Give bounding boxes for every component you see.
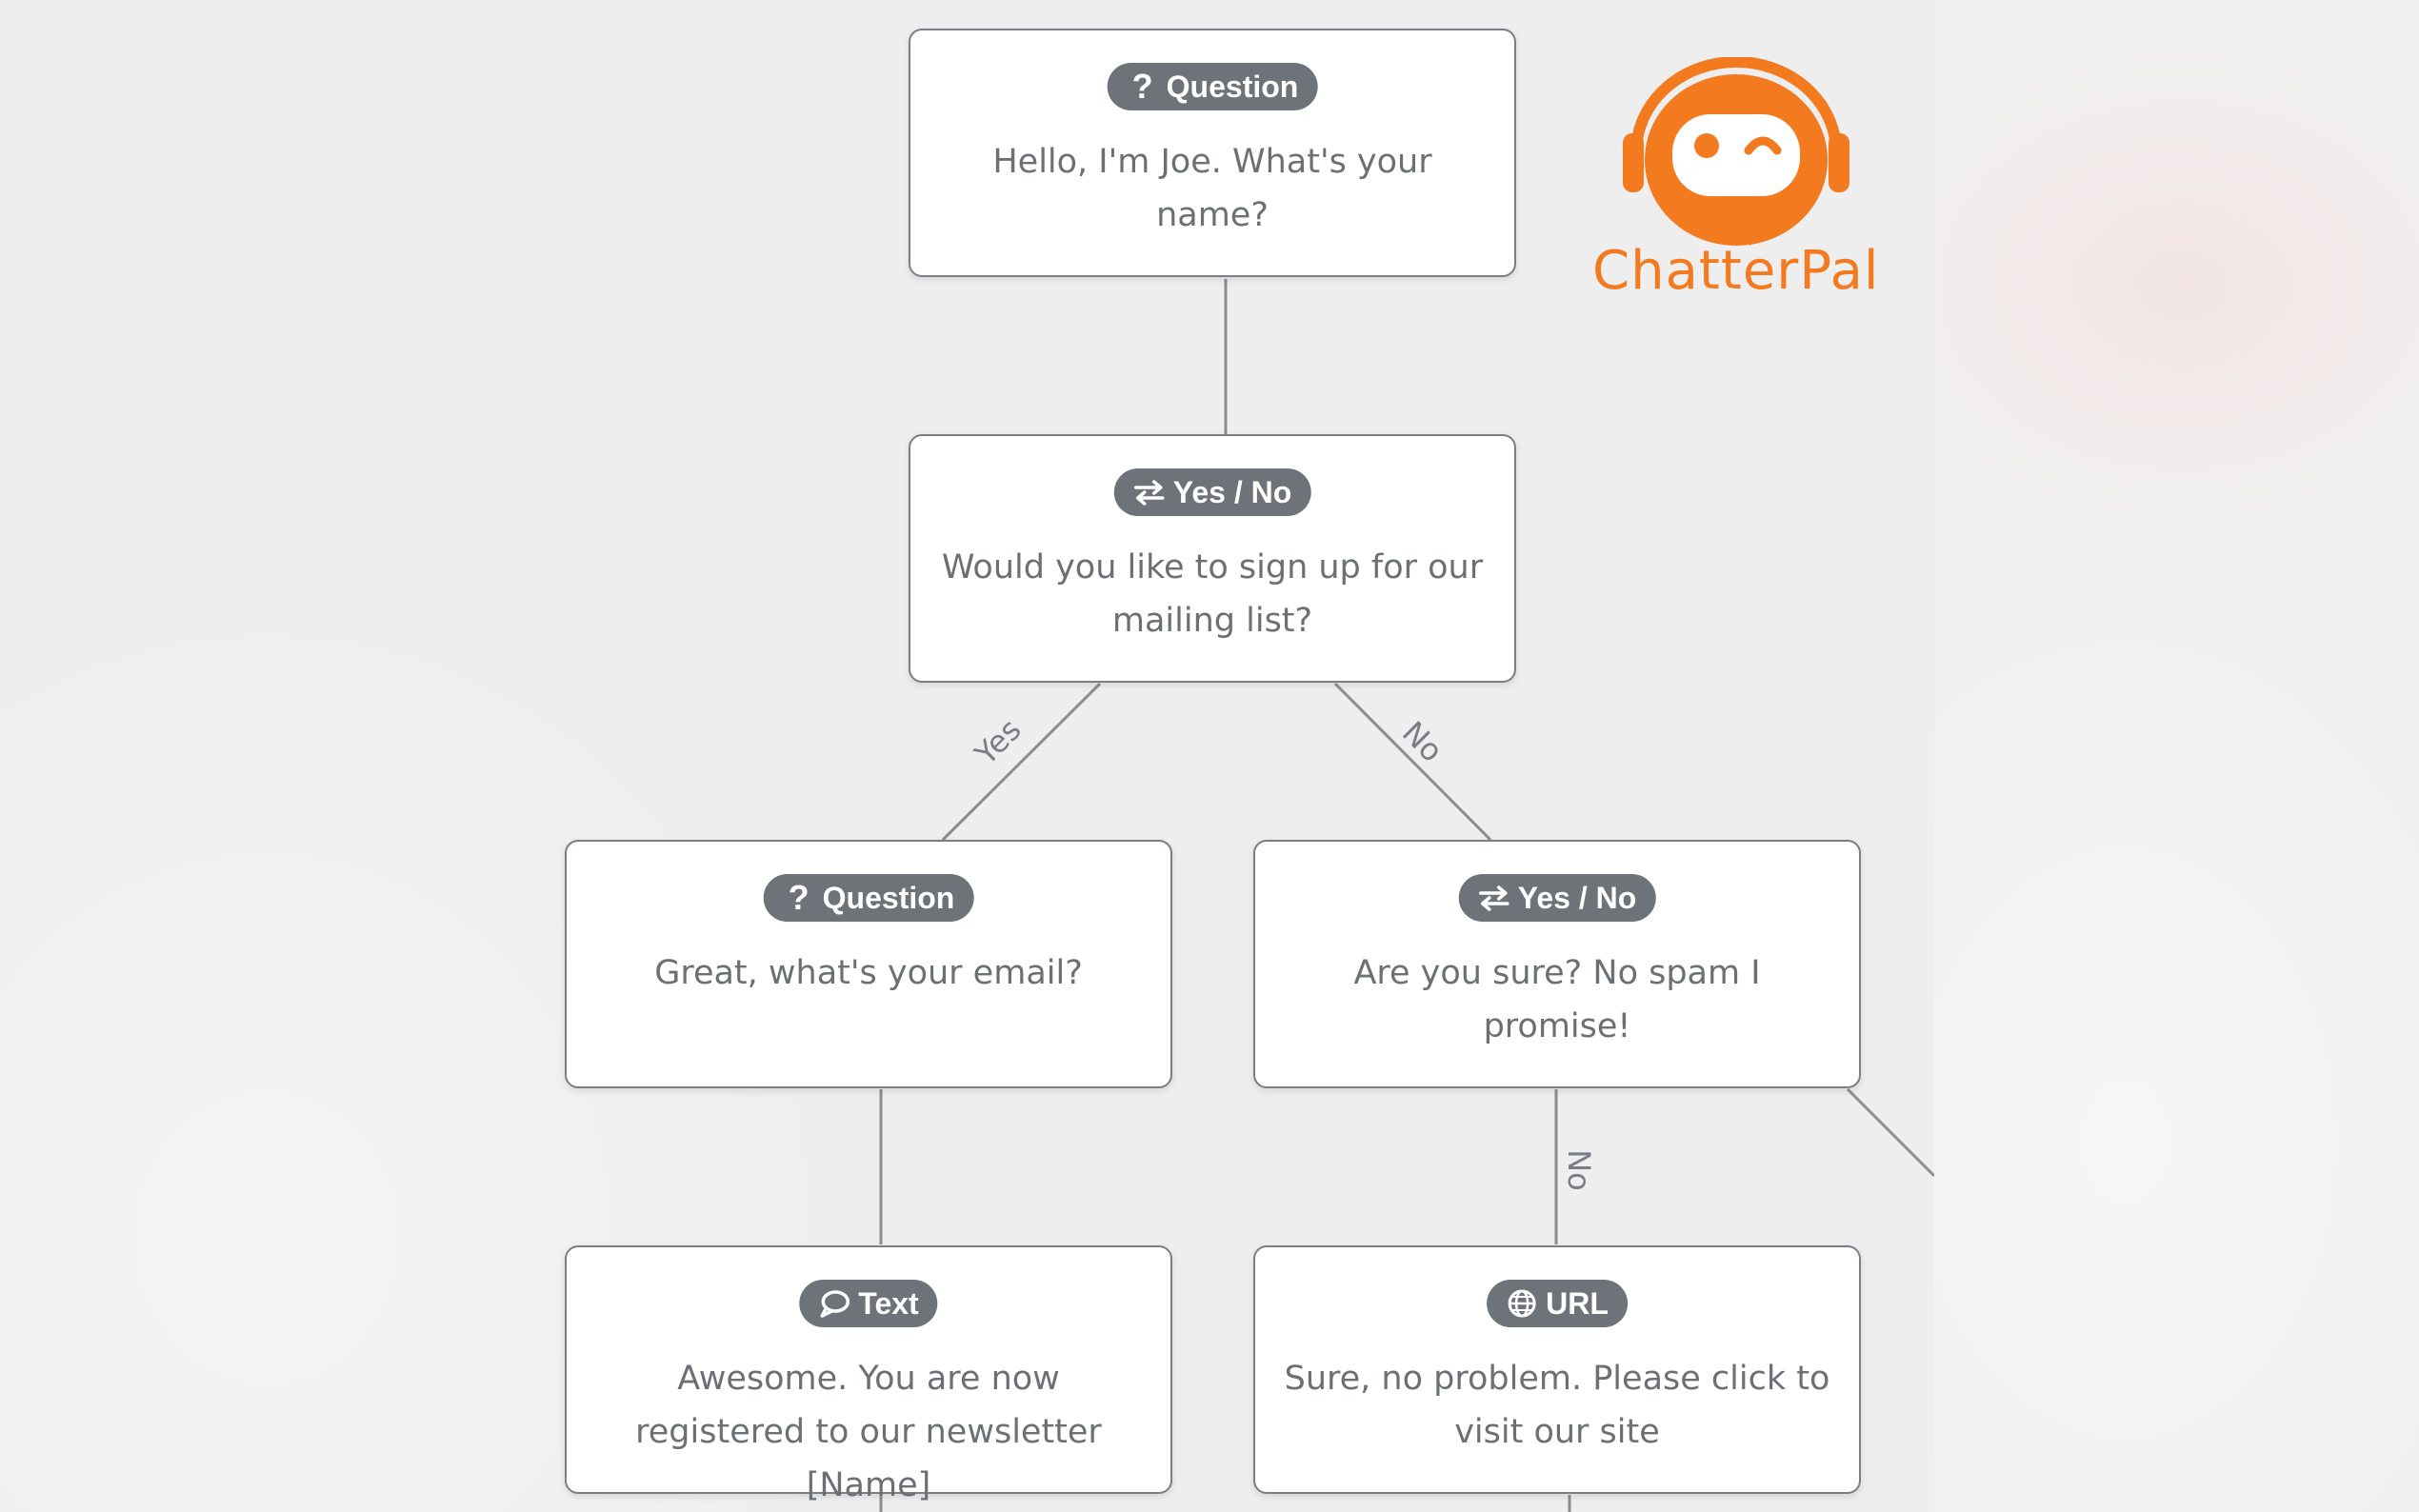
svg-text:?: ? [1132,70,1153,103]
edge-n4-offscreen [1846,1087,1934,1178]
node-message: Would you like to sign up for our mailin… [941,548,1484,640]
right-panel [1934,0,2419,1512]
flow-node-question[interactable]: ? Question Hello, I'm Joe. What's your n… [909,29,1516,277]
question-icon: ? [783,882,815,914]
flow-node-question[interactable]: ? Question Great, what's your email? [565,840,1172,1088]
question-icon: ? [1127,70,1159,103]
chatterpal-logo [1623,57,1849,246]
connectors [879,279,1934,1512]
flow-node-yes-no[interactable]: Yes / No Would you like to sign up for o… [909,434,1516,683]
node-type-badge: Yes / No [1113,468,1311,516]
flow-node-url[interactable]: URL Sure, no problem. Please click to vi… [1253,1245,1861,1494]
badge-label: Question [1166,70,1299,104]
node-message: Hello, I'm Joe. What's your name? [992,143,1432,234]
swap-arrows-icon [1133,476,1166,508]
node-type-badge: URL [1487,1280,1628,1327]
edge-n2-n3 [941,682,1102,842]
node-type-badge: ? Question [1107,63,1318,110]
node-type-badge: Text [799,1280,938,1327]
badge-label: Yes / No [1517,881,1637,915]
node-message: Sure, no problem. Please click to visit … [1284,1360,1830,1451]
node-type-badge: ? Question [763,874,974,922]
node-message: Awesome. You are now registered to our n… [635,1360,1102,1504]
globe-icon [1506,1287,1538,1320]
flow-node-yes-no[interactable]: Yes / No Are you sure? No spam I promise… [1253,840,1861,1088]
badge-label: URL [1546,1286,1609,1321]
edge-label-no-2: No [1560,1149,1597,1191]
chatterpal-wordmark: ChatterPal [1592,240,1880,302]
flow-node-text[interactable]: Text Awesome. You are now registered to … [565,1245,1172,1504]
node-type-badge: Yes / No [1458,874,1656,922]
swap-arrows-icon [1478,882,1510,914]
speech-bubble-icon [818,1287,850,1320]
node-message: Are you sure? No spam I promise! [1353,954,1761,1045]
node-message: Great, what's your email? [654,954,1083,992]
edge-n2-n4 [1333,682,1492,842]
badge-label: Question [822,881,955,915]
badge-label: Yes / No [1172,475,1292,509]
svg-text:?: ? [789,882,810,914]
badge-label: Text [858,1286,919,1321]
